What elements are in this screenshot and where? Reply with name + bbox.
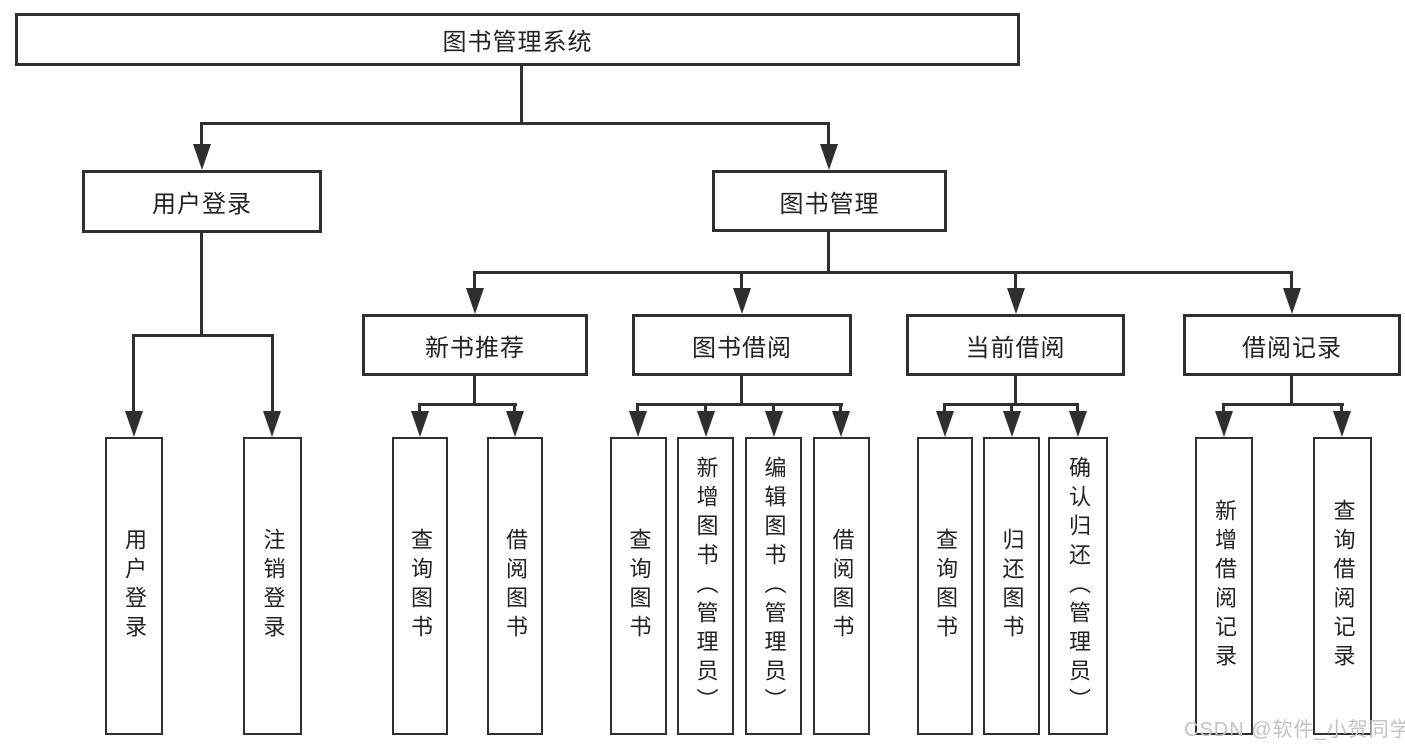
edge-bm-drop-4 <box>1290 271 1293 292</box>
edge-nbr-drop-1 <box>418 403 421 415</box>
arrowhead-borrow-records-icon <box>1283 288 1301 314</box>
leaf-query-books-1-label: 查询图书 <box>408 528 433 644</box>
arrowhead-new-book-recommend-icon <box>466 288 484 314</box>
edge-cb-drop-1 <box>943 403 946 415</box>
edge-root-drop-left <box>200 122 203 148</box>
node-book-management: 图书管理 <box>712 170 947 232</box>
leaf-query-books-2-label: 查询图书 <box>626 528 652 644</box>
leaf-edit-book-admin-label: 编辑图书（管理员） <box>761 455 787 717</box>
edge-root-drop-right <box>827 122 830 148</box>
edge-user-login-drop-1 <box>132 334 135 415</box>
leaf-logout-label: 注销登录 <box>260 528 286 644</box>
leaf-confirm-return-admin: 确认归还（管理员） <box>1048 437 1108 735</box>
arrowhead-confirm-return-admin-icon <box>1069 411 1087 437</box>
edge-user-login-split <box>133 334 274 337</box>
arrowhead-query-borrow-record-icon <box>1333 411 1351 437</box>
leaf-query-books-1: 查询图书 <box>392 437 448 735</box>
edge-cb-drop-3 <box>1076 403 1079 415</box>
leaf-query-books-2: 查询图书 <box>610 437 667 735</box>
leaf-user-login: 用户登录 <box>105 437 163 735</box>
edge-user-login-drop-2 <box>271 334 274 415</box>
leaf-confirm-return-admin-label: 确认归还（管理员） <box>1066 455 1091 717</box>
arrowhead-add-book-admin-icon <box>697 411 715 437</box>
edge-book-management-split <box>474 271 1292 274</box>
arrowhead-current-borrow-icon <box>1007 288 1025 314</box>
arrowhead-query-books-2-icon <box>629 411 647 437</box>
arrowhead-borrow-books-1-icon <box>506 411 524 437</box>
arrowhead-leaf-user-login-icon <box>125 411 143 437</box>
leaf-edit-book-admin: 编辑图书（管理员） <box>745 437 802 735</box>
leaf-return-book: 归还图书 <box>983 437 1040 735</box>
leaf-add-borrow-record-label: 新增借阅记录 <box>1212 499 1237 673</box>
edge-root-stem <box>520 66 523 125</box>
leaf-borrow-books-2-label: 借阅图书 <box>829 528 855 644</box>
leaf-return-book-label: 归还图书 <box>999 528 1025 644</box>
arrowhead-book-management-icon <box>820 144 838 170</box>
edge-cb-stem <box>1014 376 1017 406</box>
csdn-watermark: CSDN @软件_小贺同学 <box>1184 719 1405 741</box>
edge-book-management-stem <box>827 232 830 274</box>
edge-nbr-stem <box>473 376 476 406</box>
leaf-add-book-admin-label: 新增图书（管理员） <box>693 455 719 717</box>
leaf-borrow-books-1: 借阅图书 <box>487 437 543 735</box>
leaf-query-borrow-record: 查询借阅记录 <box>1313 437 1372 735</box>
leaf-query-books-3: 查询图书 <box>917 437 973 735</box>
leaf-add-book-admin: 新增图书（管理员） <box>677 437 734 735</box>
edge-nbr-split <box>419 403 517 406</box>
node-current-borrow: 当前借阅 <box>906 314 1125 376</box>
node-new-book-recommend-label: 新书推荐 <box>425 334 525 362</box>
edge-bb-drop-1 <box>636 403 639 415</box>
arrowhead-book-borrow-icon <box>733 288 751 314</box>
node-root: 图书管理系统 <box>15 13 1020 66</box>
edge-bb-drop-2 <box>704 403 707 415</box>
edge-bm-drop-3 <box>1014 271 1017 292</box>
arrowhead-edit-book-admin-icon <box>765 411 783 437</box>
node-book-borrow-label: 图书借阅 <box>692 334 792 362</box>
edge-cb-drop-2 <box>1010 403 1013 415</box>
arrowhead-query-books-3-icon <box>936 411 954 437</box>
leaf-query-borrow-record-label: 查询借阅记录 <box>1330 499 1356 673</box>
node-borrow-records-label: 借阅记录 <box>1242 334 1342 362</box>
node-book-management-label: 图书管理 <box>779 190 880 218</box>
arrowhead-query-books-1-icon <box>411 411 429 437</box>
node-user-login: 用户登录 <box>82 170 322 233</box>
leaf-query-books-3-label: 查询图书 <box>933 528 958 644</box>
arrowhead-borrow-books-2-icon <box>832 411 850 437</box>
node-current-borrow-label: 当前借阅 <box>965 334 1066 362</box>
edge-br-drop-1 <box>1222 403 1225 415</box>
node-root-label: 图书管理系统 <box>442 29 593 56</box>
arrowhead-add-borrow-record-icon <box>1215 411 1233 437</box>
edge-bb-drop-4 <box>839 403 842 415</box>
leaf-user-login-label: 用户登录 <box>122 528 147 644</box>
arrowhead-return-book-icon <box>1003 411 1021 437</box>
edge-br-stem <box>1290 376 1293 406</box>
node-new-book-recommend: 新书推荐 <box>362 314 588 376</box>
edge-bm-drop-2 <box>740 271 743 292</box>
edge-nbr-drop-2 <box>513 403 516 415</box>
edge-br-drop-2 <box>1340 403 1343 415</box>
arrowhead-leaf-logout-icon <box>263 411 281 437</box>
edge-bb-split <box>637 403 843 406</box>
leaf-borrow-books-1-label: 借阅图书 <box>503 528 528 644</box>
edge-bb-stem <box>740 376 743 406</box>
node-book-borrow: 图书借阅 <box>632 314 852 376</box>
edge-root-split <box>201 122 829 125</box>
edge-bm-drop-1 <box>473 271 476 292</box>
leaf-logout: 注销登录 <box>243 437 302 735</box>
arrowhead-user-login-icon <box>193 144 211 170</box>
leaf-add-borrow-record: 新增借阅记录 <box>1195 437 1253 735</box>
node-borrow-records: 借阅记录 <box>1183 314 1401 376</box>
node-user-login-label: 用户登录 <box>152 191 252 218</box>
edge-bb-drop-3 <box>772 403 775 415</box>
edge-user-login-stem <box>200 233 203 337</box>
leaf-borrow-books-2: 借阅图书 <box>813 437 870 735</box>
edge-br-split <box>1223 403 1344 406</box>
